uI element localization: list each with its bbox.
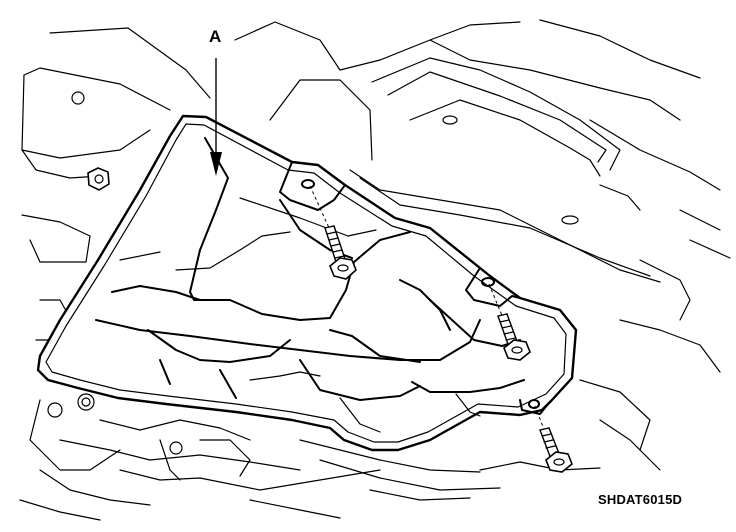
body-bolt-left	[87, 167, 110, 191]
callout-label-a: A	[209, 27, 222, 46]
vehicle-underbody-background	[19, 19, 731, 521]
bolt-2	[488, 283, 531, 361]
callout-arrow-a	[210, 58, 222, 176]
under-cover-panel	[36, 114, 578, 452]
bolt-3	[534, 405, 573, 473]
figure-code: SHDAT6015D	[598, 492, 683, 507]
bolt-1	[309, 185, 357, 280]
